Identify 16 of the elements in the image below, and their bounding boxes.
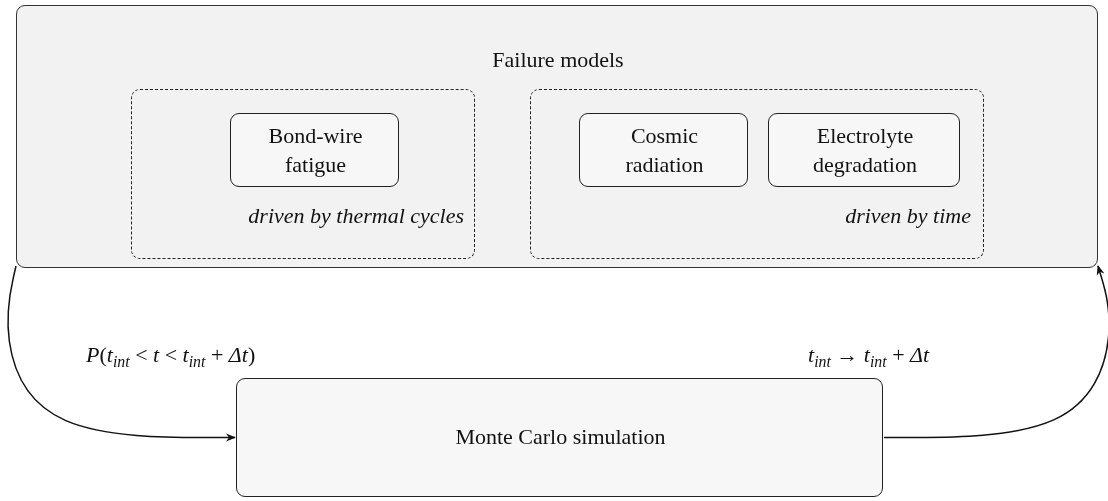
outer-panel <box>16 5 1098 268</box>
model-box <box>768 113 960 187</box>
curved-arrow <box>883 265 1108 439</box>
model-box <box>230 113 399 187</box>
node-label: Bond-wire fatigue <box>267 122 364 179</box>
dashed-group <box>131 89 475 259</box>
node-label: Electrolyte degradation <box>812 122 918 179</box>
model-box <box>579 113 748 187</box>
node-label: Cosmic radiation <box>624 122 705 179</box>
curved-arrow <box>7 265 236 442</box>
node-label: Monte Carlo simulation <box>454 423 667 451</box>
dashed-group <box>530 89 984 259</box>
group-caption: driven by thermal cycles <box>247 202 464 230</box>
process-box <box>236 378 883 497</box>
group-caption: driven by time <box>844 202 971 230</box>
node-label: Failure models <box>491 46 625 74</box>
